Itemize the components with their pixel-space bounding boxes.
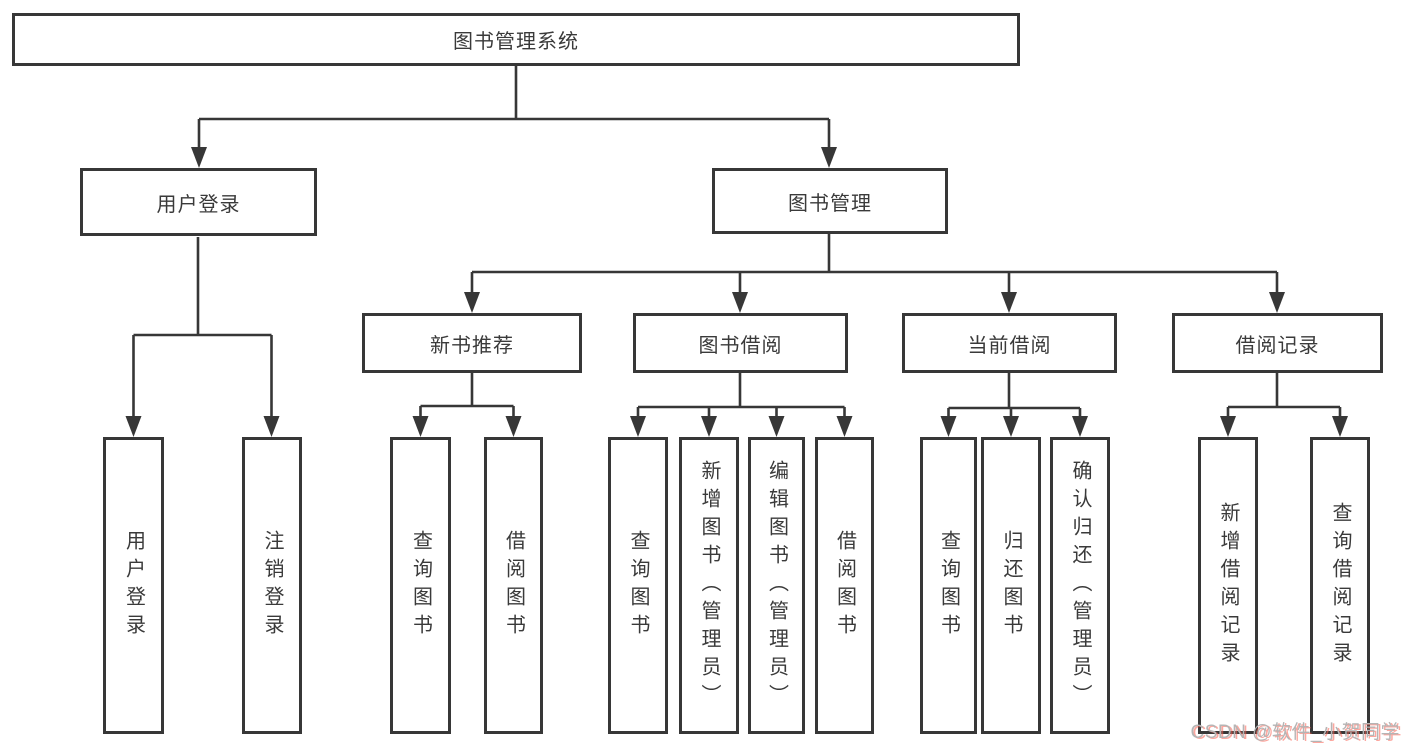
node-label: 图书借阅	[698, 334, 783, 357]
leaf-logout: 注销登录	[242, 437, 302, 734]
leaf-label: 归还图书	[1000, 529, 1022, 642]
connector-bookborrow-to-leaves	[636, 373, 846, 419]
connector-bookmgmt-to-level3	[470, 233, 1279, 296]
leaf-label: 查询借阅记录	[1329, 501, 1351, 670]
leaf-label: 借阅图书	[502, 529, 525, 642]
leaf-label: 用户登录	[122, 529, 145, 642]
leaf-add-borrow-record: 新增借阅记录	[1198, 437, 1258, 734]
leaf-borrow-books-borrowing: 借阅图书	[815, 437, 874, 734]
leaf-query-books-current: 查询图书	[920, 437, 977, 734]
leaf-user-login: 用户登录	[103, 437, 164, 734]
node-book-borrowing: 图书借阅	[633, 313, 848, 373]
leaf-label: 查询图书	[937, 529, 960, 642]
leaf-label: 注销登录	[261, 529, 283, 642]
node-label: 图书管理系统	[453, 31, 579, 53]
node-label: 当前借阅	[967, 334, 1052, 357]
leaf-label: 新增图书（管理员）	[698, 459, 720, 712]
leaf-query-books-newbooks: 查询图书	[390, 437, 451, 734]
connector-root-to-level2	[197, 65, 831, 150]
connector-records-to-leaves	[1226, 373, 1342, 419]
leaf-query-books-borrowing: 查询图书	[608, 437, 668, 734]
leaf-add-books-admin: 新增图书（管理员）	[679, 437, 739, 734]
node-user-login: 用户登录	[80, 168, 317, 236]
node-label: 图书管理	[788, 192, 872, 215]
leaf-borrow-books-newbooks: 借阅图书	[484, 437, 543, 734]
leaf-confirm-return-admin: 确认归还（管理员）	[1050, 437, 1110, 734]
node-new-book-recommend: 新书推荐	[362, 313, 582, 373]
csdn-watermark: CSDN @软件_小贺同学	[1190, 722, 1400, 743]
leaf-label: 新增借阅记录	[1217, 501, 1239, 670]
node-borrowing-records: 借阅记录	[1172, 313, 1383, 373]
leaf-label: 查询图书	[409, 529, 432, 642]
leaf-label: 确认归还（管理员）	[1069, 459, 1091, 712]
connector-currentborrow-to-leaves	[947, 373, 1082, 419]
connector-userlogin-to-leaves	[132, 237, 273, 419]
leaf-label: 查询图书	[627, 529, 649, 642]
node-label: 用户登录	[156, 193, 241, 216]
leaf-edit-books-admin: 编辑图书（管理员）	[748, 437, 805, 734]
leaf-query-borrow-record: 查询借阅记录	[1310, 437, 1370, 734]
node-library-system: 图书管理系统	[12, 13, 1020, 66]
node-current-borrowing: 当前借阅	[902, 313, 1117, 373]
leaf-label: 编辑图书（管理员）	[765, 459, 788, 712]
connector-newbooks-to-leaves	[419, 373, 515, 419]
node-book-management: 图书管理	[712, 168, 948, 234]
leaf-return-books: 归还图书	[981, 437, 1041, 734]
node-label: 新书推荐	[430, 334, 514, 357]
arrowheads	[125, 147, 1348, 437]
leaf-label: 借阅图书	[833, 529, 856, 642]
node-label: 借阅记录	[1235, 334, 1320, 357]
